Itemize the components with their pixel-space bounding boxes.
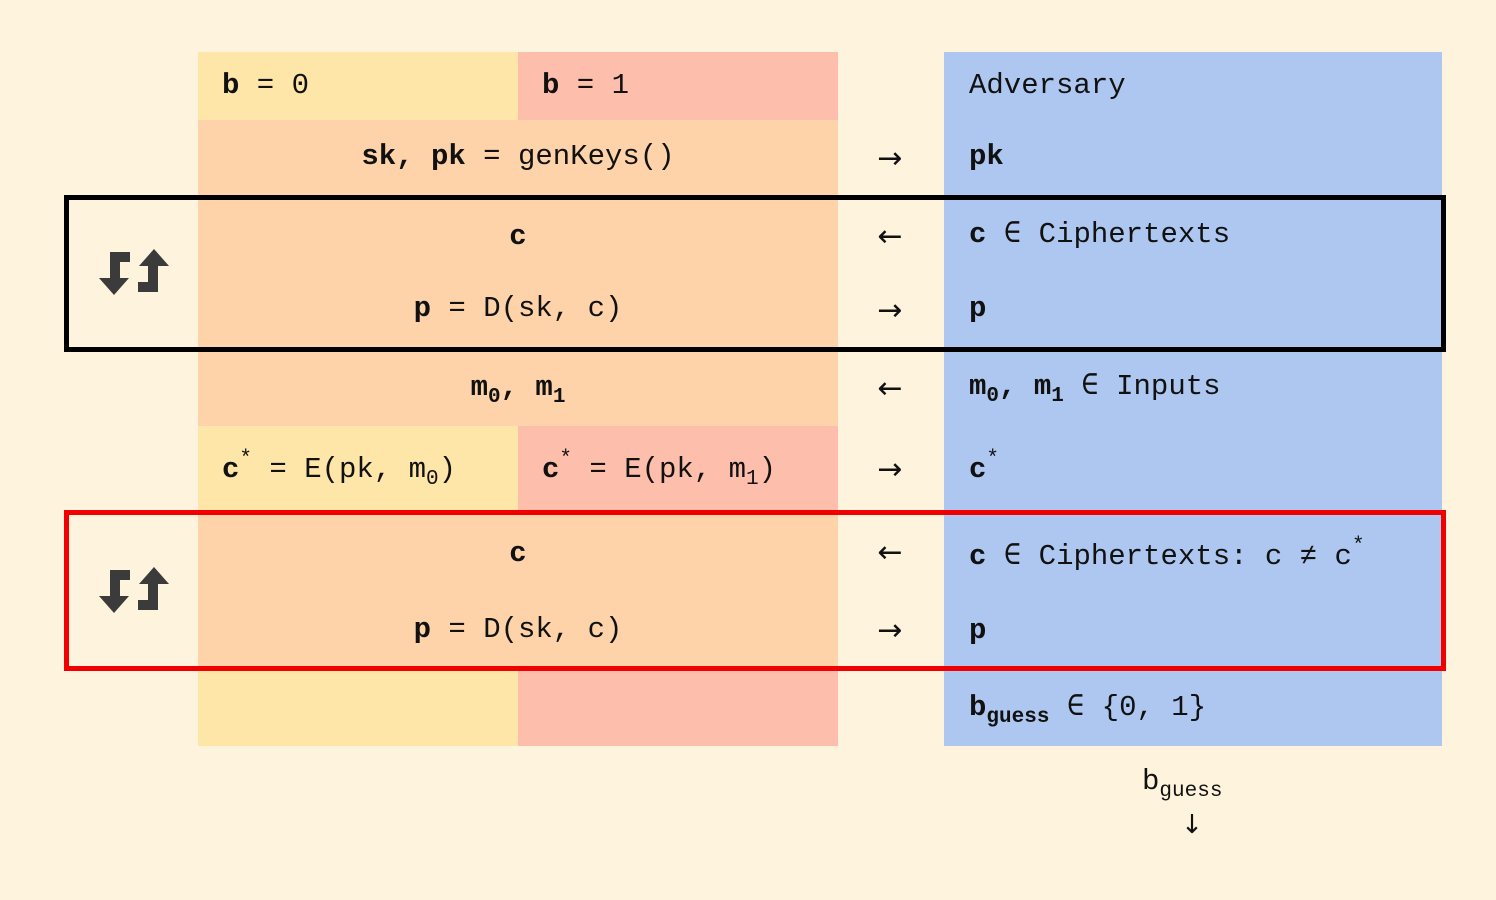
adversary-choose-messages: m0, m1 ∈ Inputs [969, 370, 1221, 408]
adversary-choose-c: c ∈ Ciphertexts [969, 218, 1231, 251]
encrypt-world-0: c* = E(pk, m0) [222, 448, 457, 491]
arrow-down-icon: ↓ [1181, 810, 1203, 840]
encrypt-world-1: c* = E(pk, m1) [542, 448, 777, 491]
adversary-pk: pk [969, 140, 1004, 173]
arrow-left-icon: ← [877, 535, 903, 570]
world-0-label: b = 0 [222, 69, 310, 102]
adversary-c-star: c* [969, 448, 1000, 486]
decryption-oracle-loop-2 [64, 510, 1446, 671]
output-guess: bguess [1142, 765, 1223, 803]
adversary-guess: bguess ∈ {0, 1} [969, 691, 1207, 729]
arrow-right-icon: → [877, 293, 903, 328]
keygen-statement: sk, pk = genKeys() [361, 140, 675, 173]
arrow-left-icon: ← [877, 371, 903, 406]
challenger-messages: m0, m1 [470, 371, 566, 409]
shared-challenger-area [198, 120, 838, 426]
arrow-left-icon: ← [877, 219, 903, 254]
shared-challenger-area-2 [198, 510, 838, 670]
decryption-oracle-loop-1 [64, 195, 1446, 352]
challenger-c-2: c [509, 537, 527, 570]
arrow-right-icon: → [877, 452, 903, 487]
adversary-choose-c-2: c ∈ Ciphertexts: c ≠ c* [969, 535, 1365, 573]
adversary-p-2: p [969, 614, 987, 647]
arrow-right-icon: → [877, 613, 903, 648]
challenger-c: c [509, 220, 527, 253]
adversary-column [944, 52, 1442, 746]
world-1-label: b = 1 [542, 69, 630, 102]
challenger-decrypt: p = D(sk, c) [413, 292, 623, 325]
arrow-right-icon: → [877, 141, 903, 176]
repeat-icon [99, 567, 169, 613]
challenger-decrypt-2: p = D(sk, c) [413, 613, 623, 646]
adversary-p: p [969, 292, 987, 325]
adversary-title: Adversary [969, 69, 1126, 102]
repeat-icon [99, 249, 169, 295]
